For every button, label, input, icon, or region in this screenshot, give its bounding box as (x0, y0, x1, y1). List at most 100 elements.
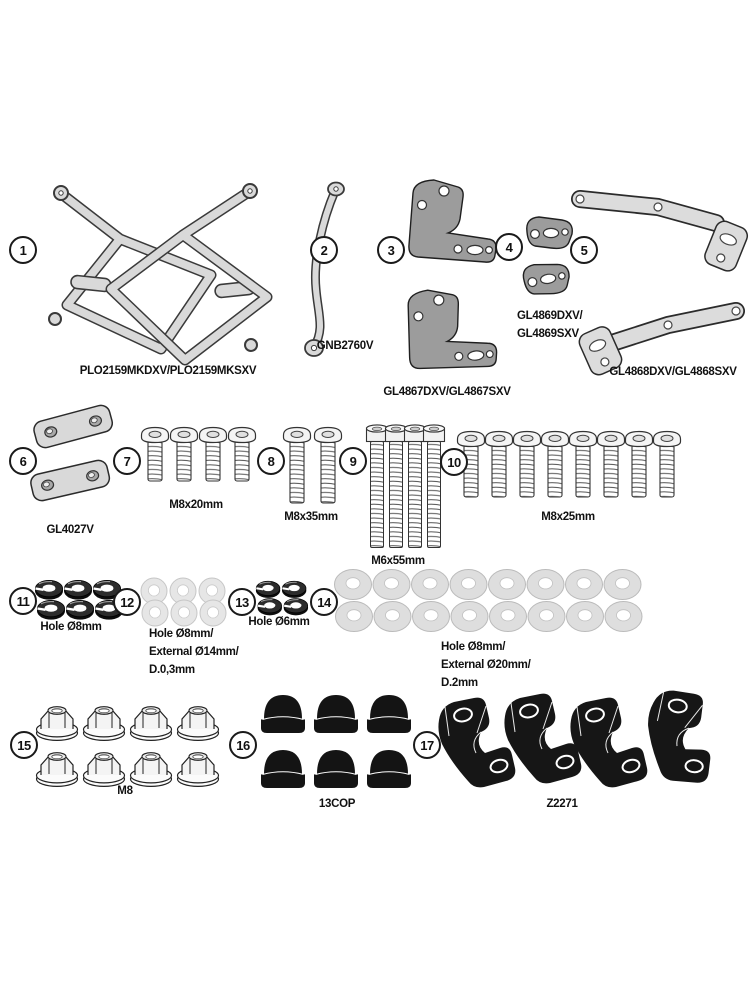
cover-cap-icon (366, 694, 412, 734)
spring-washers-8mm-illustration (33, 579, 125, 621)
arm-bracket (571, 190, 749, 272)
part-4-badge: 4 (495, 233, 523, 261)
flange-nut-icon (129, 706, 173, 742)
part-17-badge: 17 (413, 731, 441, 759)
flange-nut-icon (176, 752, 220, 788)
frame-left (48, 185, 217, 355)
spring-washer-icon (254, 580, 282, 599)
frame-mid-tabs (70, 274, 256, 299)
screw-icon (171, 428, 198, 482)
small-bracket (522, 263, 570, 295)
cover-cap-icon (366, 749, 412, 789)
part-1-label: PLO2159MKDXV/PLO2159MKSXV (79, 365, 257, 377)
clamps-illustration (437, 680, 734, 793)
part-2-badge: 2 (310, 236, 338, 264)
screws-m8x20-illustration (140, 426, 258, 486)
spring-washer-icon (33, 579, 65, 601)
small-brackets-illustration (522, 216, 573, 295)
part-13-label: Hole Ø6mm (248, 616, 310, 628)
flat-washer-icon (450, 601, 489, 632)
part-16-badge: 16 (229, 731, 257, 759)
flat-washer-icon (170, 599, 198, 627)
spacer-plate (33, 404, 114, 449)
arm-brackets-illustration (571, 190, 749, 376)
flange-nut-icon (82, 706, 126, 742)
screws-m6x55-illustration (365, 424, 446, 549)
part-12-badge: 12 (113, 588, 141, 616)
part-17-label: Z2271 (546, 798, 578, 810)
part-12-label: Hole Ø8mm/External Ø14mm/D.0,3mm (149, 628, 239, 676)
part-11-badge: 11 (9, 587, 37, 615)
spacer-plate (30, 459, 111, 502)
flange-nut-icon (129, 752, 173, 788)
spring-washer-icon (282, 597, 310, 617)
screw-icon (626, 432, 653, 498)
cover-cap-icon (313, 749, 359, 789)
arm-bracket (578, 302, 745, 376)
flange-nut-icon (35, 752, 79, 788)
part-9-label: M6x55mm (371, 555, 425, 567)
spring-washer-icon (280, 580, 308, 599)
flat-washer-icon (604, 601, 643, 632)
flat-washers-20mm-illustration (334, 569, 643, 632)
clamp-icon (437, 696, 517, 789)
cover-cap-icon (313, 694, 359, 734)
cover-cap-icon (260, 749, 306, 789)
screw-icon (598, 432, 625, 498)
part-8-badge: 8 (257, 447, 285, 475)
cover-cap-icon (260, 694, 306, 734)
flat-washer-icon (565, 569, 603, 600)
screw-icon (542, 432, 569, 498)
spring-washer-icon (62, 579, 94, 601)
screw-icon (422, 424, 446, 549)
flat-washer-icon (334, 569, 372, 600)
screw-icon (403, 424, 427, 549)
part-9-badge: 9 (339, 447, 367, 475)
flat-washer-icon (199, 599, 227, 627)
pannier-frames-illustration (48, 183, 273, 366)
part-7-label: M8x20mm (169, 499, 223, 511)
part-4-label: GL4869DXV/GL4869SXV (517, 310, 583, 340)
part-3-label: GL4867DXV/GL4867SXV (383, 386, 511, 398)
screws-m8x35-illustration (282, 426, 344, 506)
frame-right (105, 183, 273, 366)
part-7-badge: 7 (113, 447, 141, 475)
part-6-badge: 6 (9, 447, 37, 475)
screw-icon (365, 424, 389, 549)
spring-washer-icon (64, 599, 96, 621)
part-15-label: M8 (117, 785, 133, 797)
angle-brackets-illustration (407, 179, 498, 370)
spring-washer-icon (35, 599, 67, 621)
flat-washer-icon (449, 569, 488, 600)
flat-washer-icon (412, 601, 450, 632)
part-14-label: Hole Ø8mm/External Ø20mm/D.2mm (441, 641, 531, 689)
part-1-badge: 1 (9, 236, 37, 264)
screw-icon (514, 432, 541, 498)
part-11-label: Hole Ø8mm (40, 621, 102, 633)
part-3-badge: 3 (377, 236, 405, 264)
screw-icon (315, 428, 342, 504)
part-2-label: GNB2760V (316, 340, 374, 352)
part-8-label: M8x35mm (284, 511, 338, 523)
part-16-label: 13COP (318, 798, 356, 810)
screw-icon (570, 432, 597, 498)
flange-nuts-illustration (35, 706, 220, 788)
screw-icon (654, 432, 681, 498)
flat-washer-icon (527, 601, 566, 632)
part-5-label: GL4868DXV/GL4868SXV (609, 366, 737, 378)
screw-icon (284, 428, 311, 504)
part-15-badge: 15 (10, 731, 38, 759)
spacer-plates-illustration (30, 404, 114, 502)
part-10-label: M8x25mm (541, 511, 595, 523)
part-10-badge: 10 (440, 448, 468, 476)
screw-icon (486, 432, 513, 498)
flange-nut-icon (82, 752, 126, 788)
flange-nut-icon (176, 706, 220, 742)
part-13-badge: 13 (228, 588, 256, 616)
flat-washer-icon (489, 601, 527, 632)
small-bracket (526, 216, 573, 250)
screws-m8x25-illustration (456, 430, 686, 506)
flat-washer-icon (488, 569, 526, 600)
flat-washer-icon (141, 599, 169, 627)
